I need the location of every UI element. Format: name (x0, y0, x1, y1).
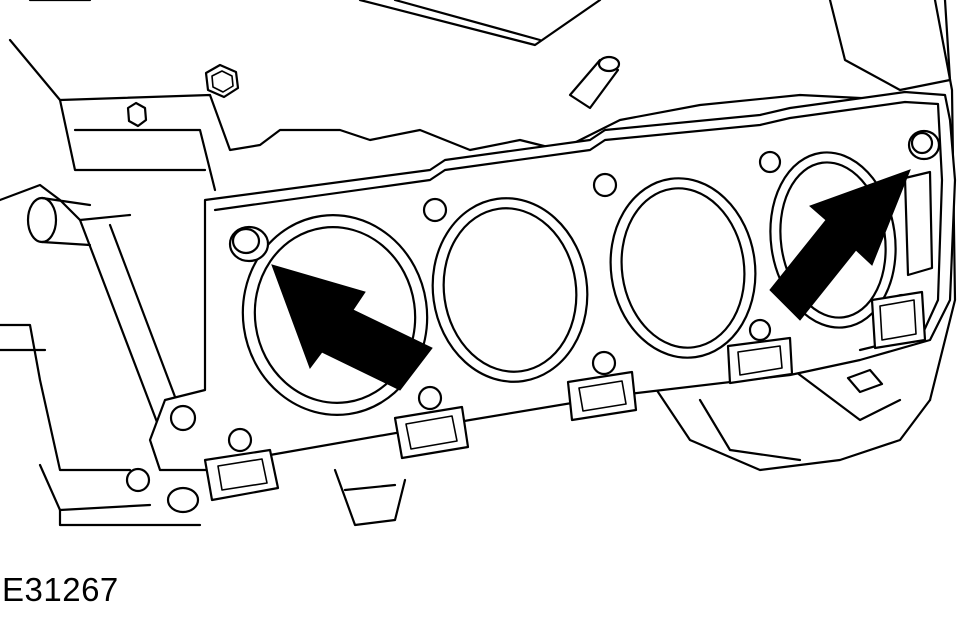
figure-id-label: E31267 (2, 571, 119, 608)
gasket-tabs (203, 170, 934, 502)
arrow-right-icon (769, 169, 911, 321)
dowel-left (228, 225, 270, 263)
arrow-left-icon (271, 264, 433, 391)
dowel-right (907, 129, 941, 161)
head-gasket (125, 90, 957, 502)
cylinder-bores (241, 151, 897, 416)
engine-block (0, 0, 957, 527)
